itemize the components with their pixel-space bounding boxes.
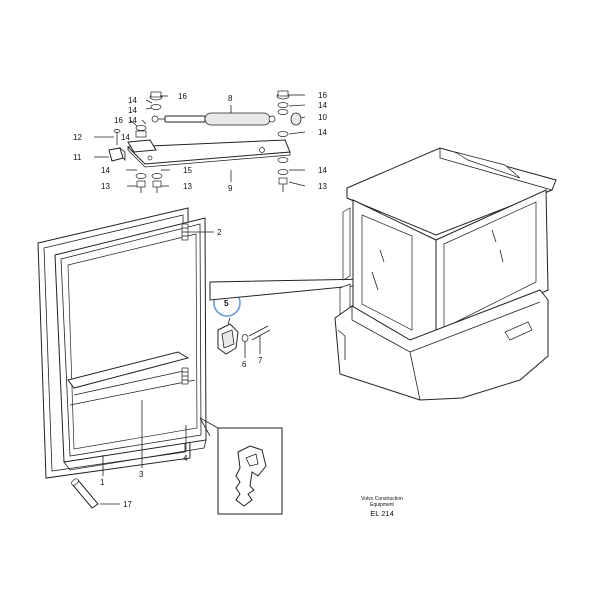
strut-assembly — [94, 90, 306, 193]
callout-14: 14 — [128, 96, 137, 105]
callout-14: 14 — [318, 101, 327, 110]
callout-16: 16 — [114, 116, 123, 125]
seal-rod — [71, 478, 120, 509]
right-hardware — [276, 90, 302, 192]
callout-16: 16 — [318, 91, 327, 100]
callout-14: 14 — [101, 166, 110, 175]
figure-code: EL 214 — [370, 509, 394, 518]
latch-block — [108, 129, 126, 162]
callout-10: 10 — [318, 113, 327, 122]
callout-14: 14 — [318, 166, 327, 175]
door-assembly — [37, 207, 219, 479]
callout-13: 13 — [183, 182, 192, 191]
machine-cab — [334, 147, 557, 401]
callout-14: 14 — [128, 106, 137, 115]
hinges — [181, 223, 189, 385]
callout-17: 17 — [123, 500, 132, 509]
callout-6: 6 — [242, 360, 247, 369]
callout-16: 16 — [178, 92, 187, 101]
callout-labels: 16 14 14 8 16 14 12 14 11 14 15 13 13 9 … — [73, 91, 327, 509]
callout-11: 11 — [73, 153, 82, 162]
seal-profile-detail — [217, 427, 283, 515]
latch-parts — [213, 289, 271, 358]
callout-1: 1 — [100, 478, 105, 487]
leader-lines-top — [94, 94, 306, 187]
callout-5: 5 — [224, 299, 229, 308]
callout-3: 3 — [139, 470, 144, 479]
credit-line-1: Volvo Construction — [361, 496, 403, 502]
callout-8: 8 — [228, 94, 233, 103]
callout-9: 9 — [228, 184, 233, 193]
callout-13: 13 — [101, 182, 110, 191]
callout-14: 14 — [318, 128, 327, 137]
callout-15: 15 — [183, 166, 192, 175]
callout-2: 2 — [217, 228, 222, 237]
callout-7: 7 — [258, 356, 263, 365]
glass-pane — [67, 233, 198, 450]
callout-14: 14 — [128, 116, 137, 125]
callout-13: 13 — [318, 182, 327, 191]
credit-line-2: Equipment — [370, 502, 395, 508]
bracket-plate-left — [127, 139, 157, 153]
callout-12: 12 — [73, 133, 82, 142]
gas-strut — [151, 112, 276, 126]
callout-14: 14 — [121, 133, 130, 142]
left-hardware — [135, 91, 163, 193]
figure-credit: Volvo Construction Equipment EL 214 — [361, 496, 403, 518]
callout-4: 4 — [183, 454, 188, 463]
